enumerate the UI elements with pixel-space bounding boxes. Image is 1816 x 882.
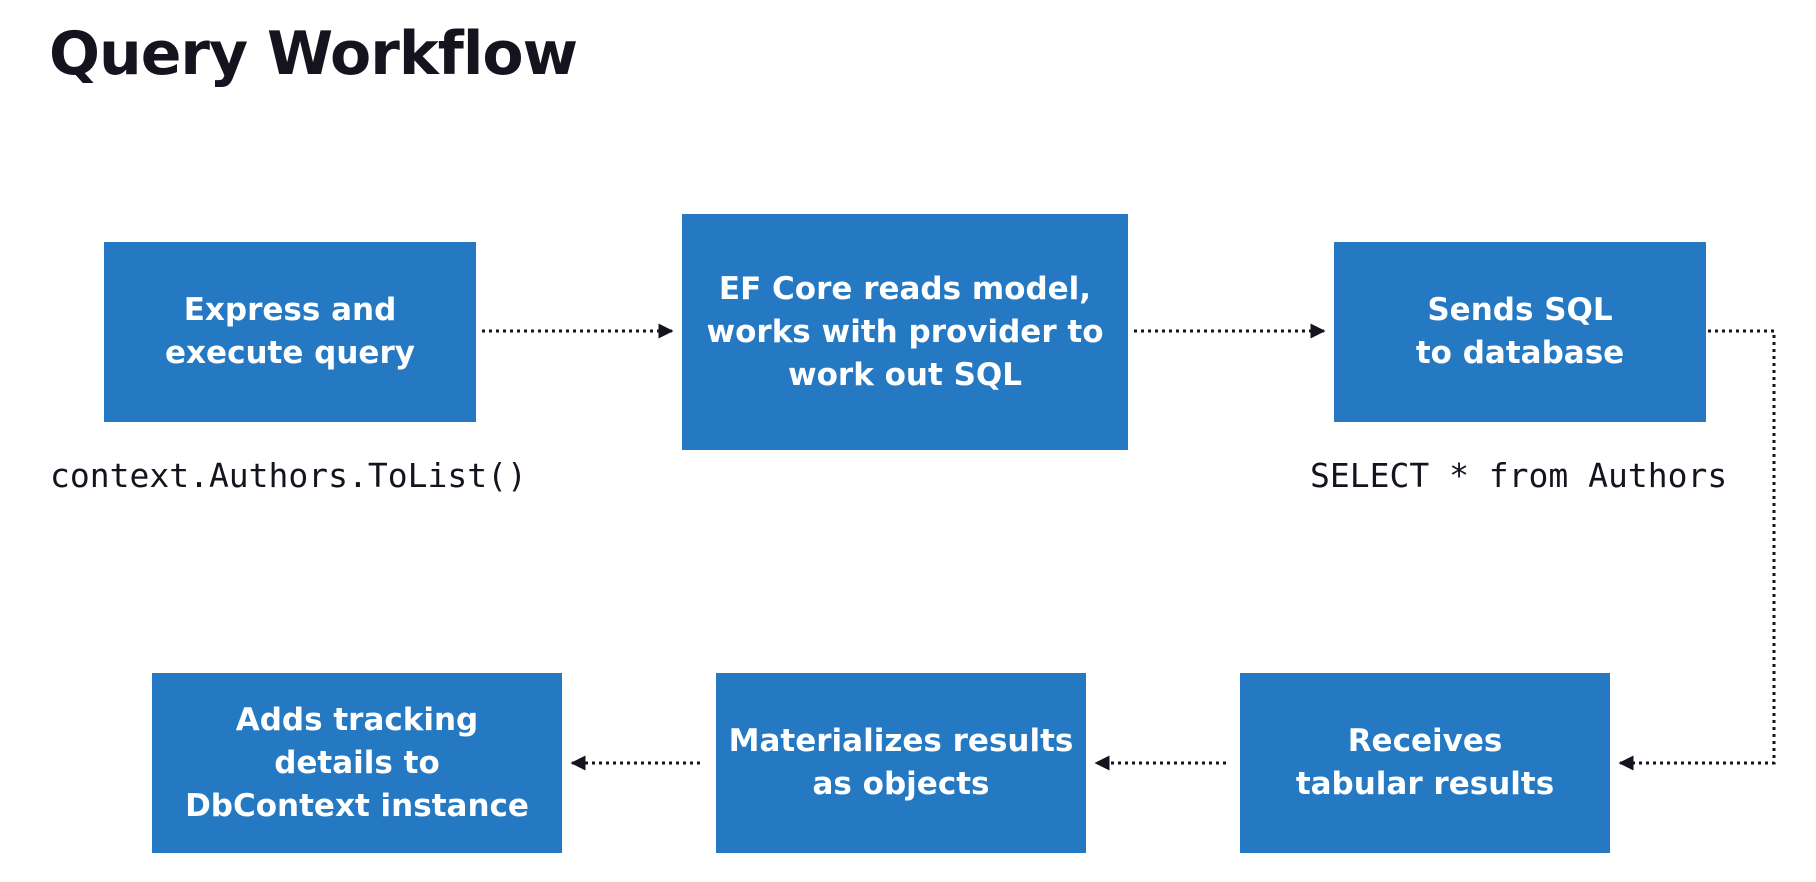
step-receives-results: Receives tabular results (1240, 673, 1610, 853)
code-sql-statement: SELECT * from Authors (1310, 456, 1728, 495)
step-adds-tracking: Adds tracking details to DbContext insta… (152, 673, 562, 853)
step-express-query: Express and execute query (104, 242, 476, 422)
diagram-title: Query Workflow (49, 19, 578, 89)
step-ef-core-reads-model: EF Core reads model, works with provider… (682, 214, 1128, 450)
step-sends-sql: Sends SQL to database (1334, 242, 1706, 422)
step-materializes-results: Materializes results as objects (716, 673, 1086, 853)
code-linq-query: context.Authors.ToList() (50, 456, 527, 495)
